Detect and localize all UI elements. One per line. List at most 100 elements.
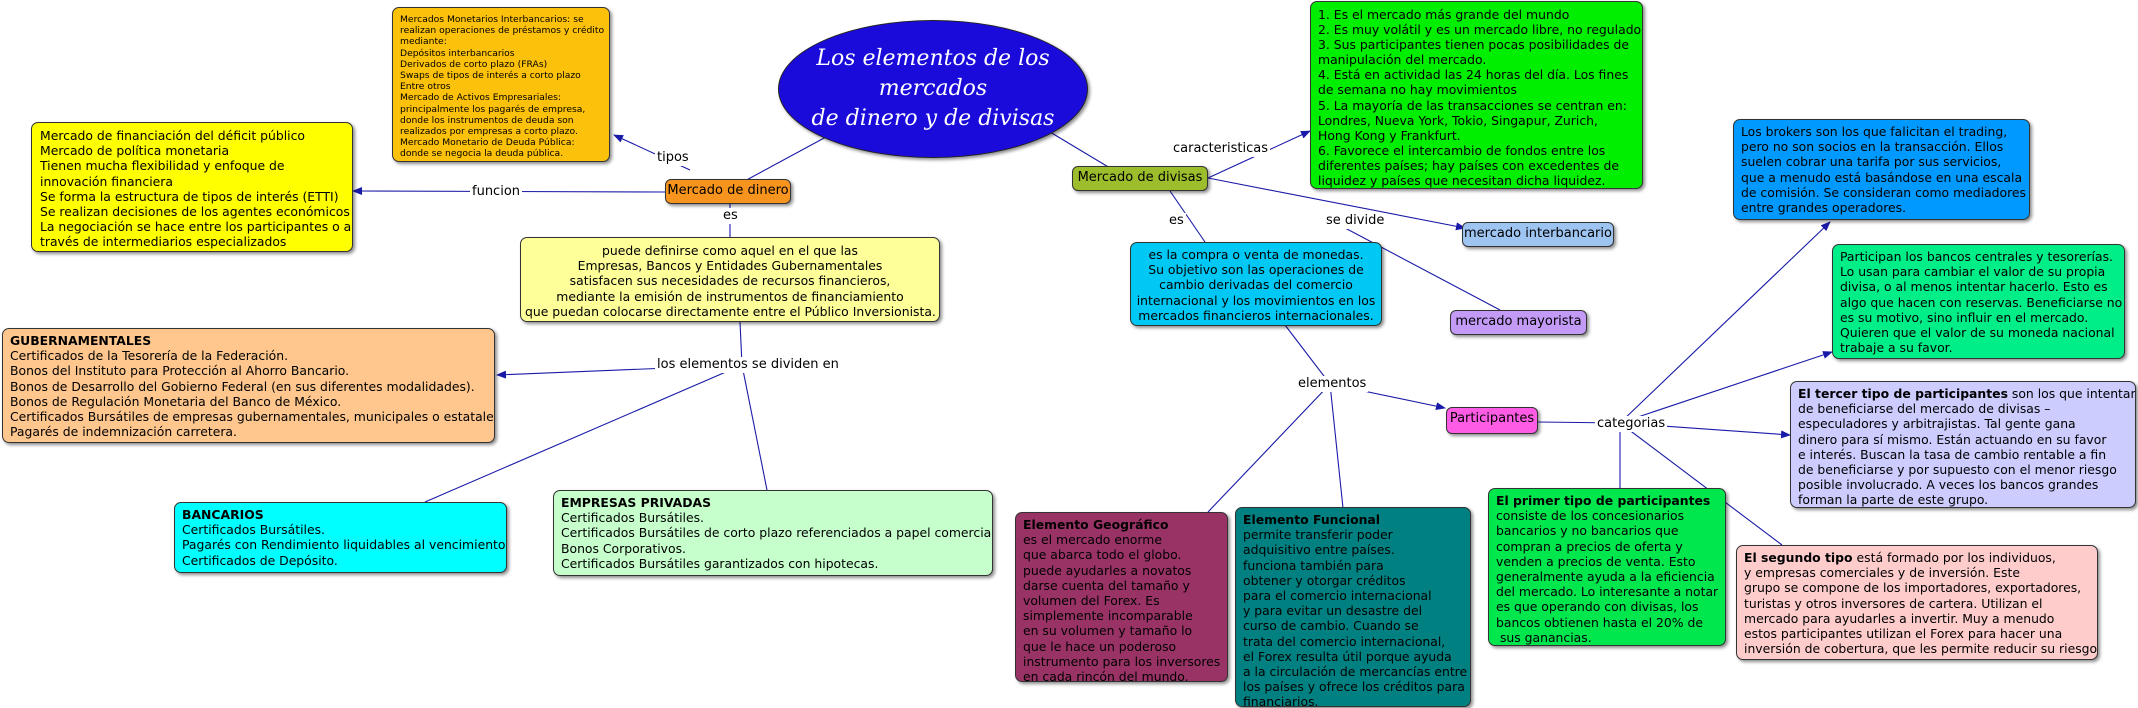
definicion-dinero-line: mediante la emisión de instrumentos de f… bbox=[556, 288, 904, 304]
tercer-tipo-line: dinero para sí mismo. Están actuando en … bbox=[1798, 431, 2107, 447]
segundo-tipo-line: grupo se compone de los importadores, ex… bbox=[1744, 580, 2082, 596]
node-participantes[interactable]: Participantes bbox=[1446, 407, 1538, 434]
box-funcion: Mercado de financiación del déficit públ… bbox=[31, 122, 353, 252]
caracteristicas-line: liquidez y países que necesitan dicha li… bbox=[1318, 173, 1606, 189]
bancarios-line: Certificados de Depósito. bbox=[182, 552, 338, 568]
primer-tipo-line: bancos obtienen hasta el 20% de bbox=[1496, 614, 1703, 630]
gubernamentales-heading: GUBERNAMENTALES bbox=[10, 333, 152, 348]
label-es-dinero: es bbox=[721, 208, 740, 224]
empresas-line: Certificados Bursátiles. bbox=[561, 510, 704, 526]
tercer-tipo-line: forman la parte de este grupo. bbox=[1798, 492, 1989, 508]
label-es-divisas: es bbox=[1167, 213, 1186, 229]
tercer-tipo-line: de beneficiarse del mercado de divisas – bbox=[1798, 401, 2051, 417]
brokers-line: Los brokers son los que falicitan el tra… bbox=[1741, 124, 2008, 139]
funcion-line: Tienen mucha flexibilidad y enfoque de bbox=[40, 158, 285, 174]
definicion-divisas-line: cambio derivadas del comercio bbox=[1159, 277, 1353, 293]
label-elementos-dividen: los elementos se dividen en bbox=[655, 357, 841, 373]
gubernamentales-line: Certificados Bursátiles de empresas gube… bbox=[10, 409, 495, 425]
funcional-heading: Elemento Funcional bbox=[1243, 512, 1381, 527]
funcional-line: curso de cambio. Cuando se bbox=[1243, 618, 1419, 634]
node-mercado-de-divisas[interactable]: Mercado de divisas bbox=[1072, 166, 1208, 191]
funcional-line: los países y ofrece los créditos para bbox=[1243, 679, 1465, 695]
segundo-tipo-line: y empresas comerciales y de inversión. E… bbox=[1744, 565, 2020, 581]
tercer-tipo-line: especuladores y arbitrajistas. Tal gente… bbox=[1798, 416, 2076, 432]
caracteristicas-line: manipulación del mercado. bbox=[1318, 52, 1487, 68]
primer-tipo-line: del mercado. Lo interesante a notar bbox=[1496, 584, 1719, 600]
primer-tipo-line: bancarios y no bancarios que bbox=[1496, 523, 1679, 539]
funcion-line: Mercado de política monetaria bbox=[40, 143, 230, 159]
funcional-line: permite transferir poder bbox=[1243, 527, 1393, 543]
funcion-line: Se realizan decisiones de los agentes ec… bbox=[40, 204, 350, 220]
brokers-line: entre grandes operadores. bbox=[1741, 200, 1907, 216]
mercados-monetarios-line: realizan operaciones de préstamos y créd… bbox=[400, 25, 605, 37]
label-categorias: categorias bbox=[1595, 416, 1668, 432]
brokers-line: suelen cobrar una tarifa por sus servici… bbox=[1741, 154, 2002, 170]
brokers-line: que a menudo está basándose en una escal… bbox=[1741, 169, 2023, 185]
funcion-line: innovación financiera bbox=[40, 173, 173, 189]
box-elemento-geografico: Elemento Geográfico es el mercado enorme… bbox=[1015, 512, 1228, 682]
funcion-line: Mercado de financiación del déficit públ… bbox=[40, 128, 306, 143]
bancos-centrales-line: Quieren que el valor de su moneda nacion… bbox=[1840, 325, 2115, 341]
gubernamentales-line: Certificados de la Tesorería de la Feder… bbox=[10, 348, 289, 364]
box-bancarios: BANCARIOS Certificados Bursátiles. Pagar… bbox=[174, 502, 507, 573]
segundo-tipo-line: mercado para ayudarles a invertir. Muy a… bbox=[1744, 610, 2055, 626]
bancos-centrales-line: Lo usan para cambiar el valor de su prop… bbox=[1840, 264, 2106, 280]
funcion-line: través de intermediarios especializados bbox=[40, 234, 287, 250]
funcional-line: y para evitar un desastre del bbox=[1243, 603, 1423, 619]
brokers-line: pero no son socios en la transacción. El… bbox=[1741, 139, 2004, 155]
empresas-heading: EMPRESAS PRIVADAS bbox=[561, 495, 711, 510]
funcional-line: financiarios. bbox=[1243, 694, 1319, 707]
segundo-tipo-line: inversión de cobertura, que les permite … bbox=[1744, 641, 2098, 657]
definicion-dinero-line: satisfacen sus necesidades de recursos f… bbox=[569, 273, 891, 289]
primer-tipo-line: consiste de los concesionarios bbox=[1496, 508, 1685, 524]
box-brokers: Los brokers son los que falicitan el tra… bbox=[1733, 119, 2030, 220]
bancarios-line: Pagarés con Rendimiento liquidables al v… bbox=[182, 537, 507, 553]
caracteristicas-line: 1. Es el mercado más grande del mundo bbox=[1318, 7, 1570, 22]
mercados-monetarios-line: Swaps de tipos de interés a corto plazo bbox=[400, 70, 581, 82]
mercados-monetarios-line: Depósitos interbancarios bbox=[400, 47, 515, 59]
funcional-line: adquisitivo entre países. bbox=[1243, 542, 1395, 558]
caracteristicas-line: Hong Kong y Frankfurt. bbox=[1318, 127, 1461, 143]
geografico-line: en su volumen y tamaño lo bbox=[1023, 623, 1193, 639]
funcional-line: el Forex resulta útil porque ayuda bbox=[1243, 648, 1452, 664]
geografico-line: en cada rincón del mundo. bbox=[1023, 669, 1189, 682]
funcional-line: para el comercio internacional bbox=[1243, 588, 1432, 604]
node-mercado-de-dinero[interactable]: Mercado de dinero bbox=[665, 179, 791, 204]
caracteristicas-line: 2. Es muy volátil y es un mercado libre,… bbox=[1318, 22, 1642, 38]
mercados-monetarios-line: Entre otros bbox=[400, 81, 451, 93]
label-caracteristicas: caracteristicas bbox=[1171, 141, 1270, 157]
primer-tipo-line: es que operando con divisas, los bbox=[1496, 599, 1699, 615]
definicion-divisas-line: internacional y los movimientos en los bbox=[1136, 292, 1376, 308]
segundo-tipo-first-line: El segundo tipo está formado por los ind… bbox=[1744, 550, 2056, 565]
box-mercados-monetarios: Mercados Monetarios Interbancarios: se r… bbox=[392, 7, 610, 162]
box-bancos-centrales: Participan los bancos centrales y tesore… bbox=[1832, 244, 2125, 359]
geografico-line: es el mercado enorme bbox=[1023, 532, 1162, 548]
tercer-tipo-line: posible involucrado. A veces los bancos … bbox=[1798, 477, 2099, 493]
node-mercado-mayorista[interactable]: mercado mayorista bbox=[1450, 310, 1587, 335]
geografico-line: volumen del Forex. Es bbox=[1023, 593, 1160, 609]
box-empresas-privadas: EMPRESAS PRIVADAS Certificados Bursátile… bbox=[553, 490, 993, 576]
label-se-divide: se divide bbox=[1324, 213, 1387, 229]
funcion-line: La negociación se hace entre los partici… bbox=[40, 219, 352, 235]
funcional-line: trata del comercio internacional, bbox=[1243, 633, 1446, 649]
mercados-monetarios-line: principalmente los pagarés de empresa, bbox=[400, 103, 586, 115]
tercer-tipo-line: de beneficiarse y por supuesto con el me… bbox=[1798, 462, 2117, 478]
funcional-line: obtener y otorgar créditos bbox=[1243, 572, 1406, 588]
node-mercado-interbancario[interactable]: mercado interbancario bbox=[1462, 222, 1614, 247]
bancarios-heading: BANCARIOS bbox=[182, 507, 264, 522]
caracteristicas-line: 4. Está en actividad las 24 horas del dí… bbox=[1318, 67, 1629, 83]
mercados-monetarios-line: Mercados Monetarios Interbancarios: se bbox=[400, 14, 584, 25]
caracteristicas-line: 6. Favorece el intercambio de fondos ent… bbox=[1318, 142, 1606, 158]
caracteristicas-line: 3. Sus participantes tienen pocas posibi… bbox=[1318, 37, 1629, 53]
primer-tipo-line: venden a precios de venta. Esto bbox=[1496, 553, 1696, 569]
tercer-tipo-line: e interés. Buscan la tasa de cambio rent… bbox=[1798, 446, 2107, 462]
segundo-tipo-line: turistas y otros inversores de cartera. … bbox=[1744, 595, 2043, 611]
geografico-line: darse cuenta del tamaño y bbox=[1023, 577, 1190, 593]
box-caracteristicas: 1. Es el mercado más grande del mundo 2.… bbox=[1310, 1, 1643, 189]
primer-tipo-heading: El primer tipo de participantes bbox=[1496, 493, 1711, 508]
tercer-tipo-first-line: El tercer tipo de participantes son los … bbox=[1798, 386, 2136, 401]
brokers-line: de comisión. Se consideran como mediador… bbox=[1741, 184, 2027, 200]
caracteristicas-line: Londres, Nueva York, Tokio, Singapur, Zu… bbox=[1318, 112, 1598, 128]
